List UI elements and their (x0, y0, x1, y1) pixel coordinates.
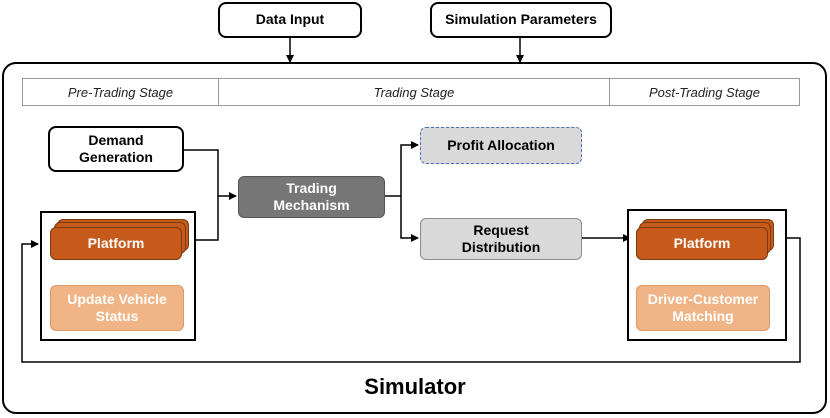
data-input-label: Data Input (255, 11, 325, 28)
simulator-container (2, 62, 827, 414)
to-profit-allocation-arrow (400, 141, 419, 196)
driver-customer-matching-box: Driver-Customer Matching (636, 285, 770, 331)
update-vehicle-status-box: Update Vehicle Status (50, 285, 184, 331)
profit-allocation-label: Profit Allocation (447, 136, 555, 153)
profit-allocation-box: Profit Allocation (420, 127, 582, 164)
demand-generation-box: Demand Generation (48, 126, 184, 172)
to-request-distribution-arrow (400, 196, 419, 242)
driver-customer-matching-line2: Matching (672, 308, 734, 324)
update-vehicle-status-line1: Update Vehicle (67, 290, 167, 307)
stage-pre-trading: Pre-Trading Stage (23, 79, 219, 105)
platform-to-trading-line (196, 196, 219, 241)
trading-mechanism-line2: Mechanism (273, 197, 350, 213)
simulation-parameters-label: Simulation Parameters (445, 11, 597, 28)
request-distribution-line1: Request (473, 221, 529, 238)
request-distribution-line2: Distribution (461, 239, 541, 255)
platform-right-label: Platform (673, 234, 731, 251)
driver-customer-matching-line1: Driver-Customer (647, 290, 759, 307)
demand-to-trading-line (184, 149, 237, 200)
trading-mechanism-box: Trading Mechanism (238, 176, 385, 218)
simulation-parameters-box: Simulation Parameters (430, 2, 612, 38)
data-input-box: Data Input (218, 2, 362, 38)
stage-post-trading: Post-Trading Stage (648, 84, 761, 100)
stage-trading: Trading Stage (219, 79, 610, 105)
stage-header: Pre-Trading Stage Trading Stage Post-Tra… (22, 78, 800, 106)
feedback-loop-arrow (21, 237, 801, 363)
request-distribution-box: Request Distribution (420, 218, 582, 260)
platform-left-box: Platform (50, 227, 182, 260)
demand-generation-label-line2: Generation (79, 149, 153, 165)
trading-mechanism-line1: Trading (286, 179, 337, 196)
update-vehicle-status-line2: Status (95, 308, 139, 324)
platform-left-label: Platform (87, 234, 145, 251)
simulator-title: Simulator (364, 374, 466, 399)
demand-generation-label-line1: Demand (88, 131, 144, 148)
platform-right-box: Platform (636, 227, 768, 260)
